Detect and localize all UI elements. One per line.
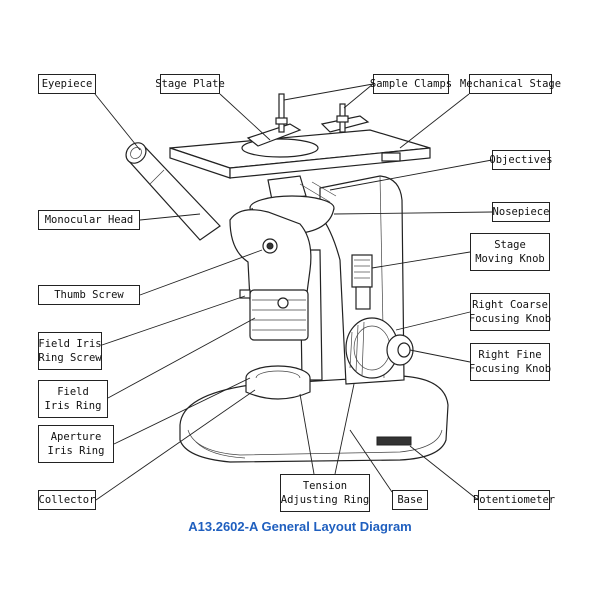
eyepiece-drawing (125, 142, 221, 241)
label-field-iris-ring: Field Iris Ring (38, 380, 108, 418)
sample-clamps-drawing (275, 93, 349, 133)
label-right-coarse: Right Coarse Focusing Knob (469, 293, 551, 331)
leader-lines (94, 83, 493, 501)
label-potentiometer: Potentiometer (473, 490, 555, 510)
label-eyepiece: Eyepiece (38, 74, 96, 94)
stage-drawing (169, 115, 431, 179)
stage-moving-knob-drawing (351, 254, 373, 310)
label-tension-adjusting-ring: Tension Adjusting Ring (280, 474, 370, 512)
head-drawing (229, 209, 312, 301)
label-sample-clamps: Sample Clamps (370, 74, 452, 94)
label-stage-moving-knob: Stage Moving Knob (470, 233, 550, 271)
aperture-iris-drawing (245, 365, 311, 400)
label-nosepiece: Nosepiece (492, 202, 550, 222)
focusing-knobs-drawing (345, 317, 414, 379)
label-objectives: Objectives (489, 150, 553, 170)
diagram-caption: A13.2602-A General Layout Diagram (188, 519, 412, 534)
label-field-iris-ring-screw: Field Iris Ring Screw (38, 332, 102, 370)
label-base: Base (392, 490, 428, 510)
label-monocular-head: Monocular Head (38, 210, 140, 230)
label-stage-plate: Stage Plate (155, 74, 225, 94)
label-collector: Collector (38, 490, 96, 510)
label-right-fine: Right Fine Focusing Knob (469, 343, 551, 381)
microscope-base (179, 375, 449, 463)
field-iris-drawing (239, 289, 309, 341)
label-aperture-iris-ring: Aperture Iris Ring (38, 425, 114, 463)
label-thumb-screw: Thumb Screw (38, 285, 140, 305)
label-mechanical-stage: Mechanical Stage (460, 74, 561, 94)
